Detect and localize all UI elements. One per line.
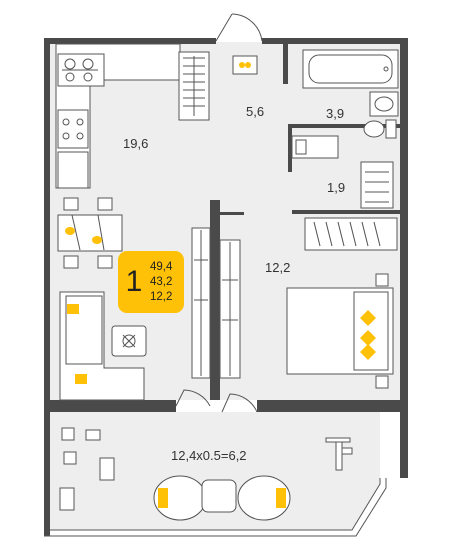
room-label-wc: 1,9 <box>327 180 345 195</box>
fridge-icon <box>57 151 89 189</box>
room-count: 1 <box>125 265 143 298</box>
room-label-bathroom: 3,9 <box>326 106 344 121</box>
tv-stand <box>191 227 211 379</box>
coffee-table <box>111 325 147 357</box>
room-label-bedroom: 12,2 <box>265 260 290 275</box>
apartment-area-badge: 1 49,4 43,2 12,2 <box>118 251 184 313</box>
area-list: 49,4 43,2 12,2 <box>148 260 172 305</box>
interior-walls <box>210 44 400 400</box>
room-label-balcony: 12,4x0.5=6,2 <box>171 448 247 463</box>
wc-cabinet <box>360 161 394 209</box>
room-label-hall: 5,6 <box>246 104 264 119</box>
hall-wardrobe <box>304 217 398 251</box>
toilet-icon <box>363 119 397 139</box>
sink-icon <box>369 91 399 117</box>
gas-stove-icon <box>57 53 105 87</box>
washing-machine-icon <box>232 55 258 75</box>
balcony-floor <box>50 412 380 530</box>
balcony-railing <box>44 478 387 537</box>
cooktop-icon <box>57 109 89 149</box>
tableware-icon <box>65 227 102 244</box>
outer-walls <box>44 38 408 536</box>
living-area: 43,2 <box>150 275 173 288</box>
bathtub-icon <box>302 49 399 89</box>
room-label-kitchen-living: 19,6 <box>123 136 148 151</box>
cushions-icon <box>67 304 87 384</box>
kitchen-area: 12,2 <box>150 290 173 303</box>
hood-icon <box>178 51 210 121</box>
pillows-icon <box>360 310 376 360</box>
bed <box>286 273 394 389</box>
total-area: 49,4 <box>150 260 173 273</box>
entrance-door <box>215 13 263 42</box>
lounge-chairs <box>153 475 291 521</box>
exercise-bike-icon <box>325 437 353 471</box>
bedroom-wardrobe <box>219 239 241 379</box>
desk-chair-icon <box>59 427 115 511</box>
shower-icon <box>291 135 339 159</box>
interior-doors <box>175 389 258 413</box>
